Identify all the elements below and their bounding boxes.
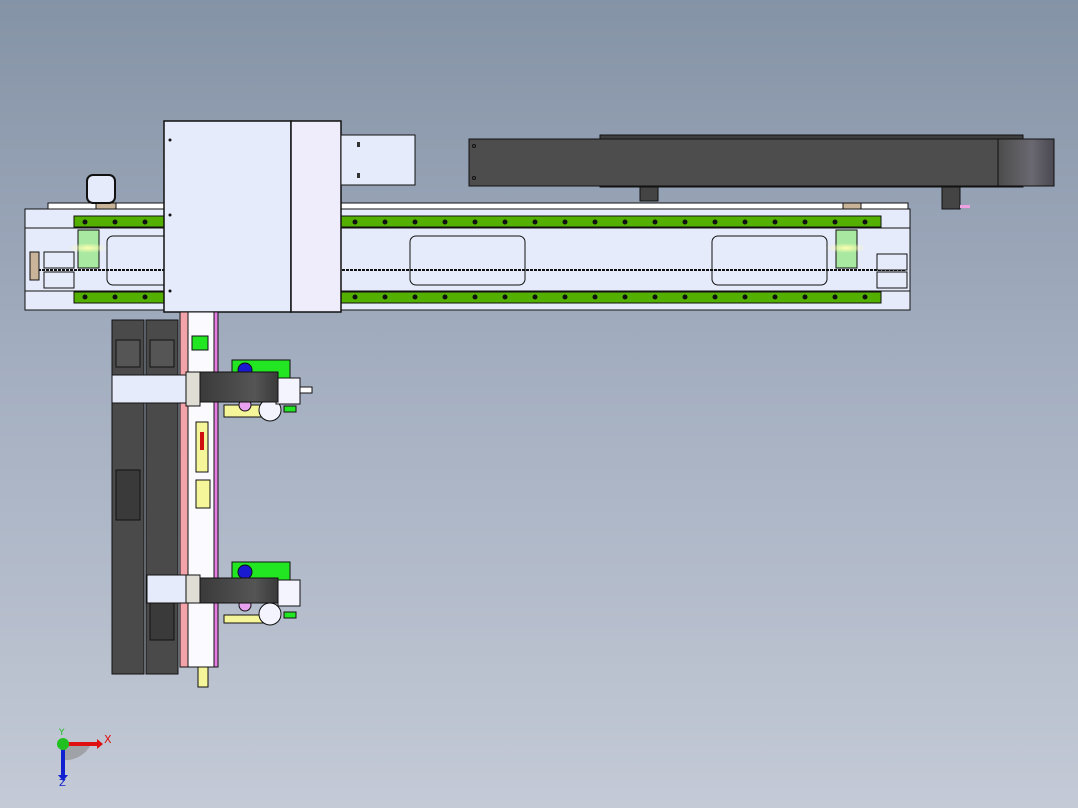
gripper-lower [146, 561, 301, 626]
main-beam [24, 174, 911, 311]
triad-z-label: Z [59, 778, 66, 789]
triad-x-label: X [104, 733, 112, 746]
axis-triad [57, 738, 103, 781]
vertical-axis [111, 311, 219, 688]
triad-y-label: Y [59, 728, 65, 738]
carriage [163, 120, 416, 313]
gripper-upper [111, 359, 313, 422]
upper-motor-housing [468, 134, 1055, 210]
